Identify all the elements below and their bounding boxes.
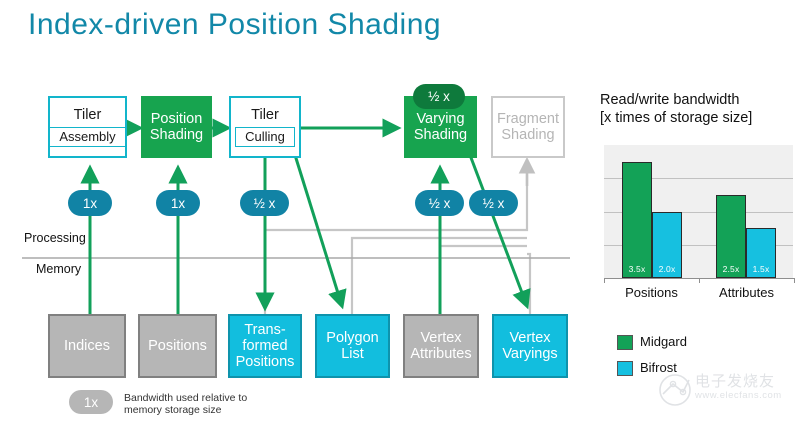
bar-value-label: 1.5x	[752, 264, 770, 274]
bar-bifrost-positions: 2.0x	[652, 211, 682, 278]
stage-fragment-shading[interactable]: Fragment Shading	[491, 96, 565, 158]
stage-label-line2: Shading	[149, 127, 204, 143]
bar-bifrost-attributes: 1.5x	[746, 228, 776, 278]
chart-legend-label-midgard: Midgard	[640, 334, 687, 349]
stage-label-line1: Position	[150, 111, 203, 127]
badge-vertex-varyings-bandwidth: ½ x	[469, 190, 518, 216]
chart-legend-swatch-bifrost	[617, 361, 633, 376]
bar-value-label: 2.0x	[658, 264, 676, 274]
memory-block-label-line2: Attributes	[410, 346, 472, 362]
stage-tiler-assembly[interactable]: Tiler Assembly	[48, 96, 127, 158]
chart-x-tick-right	[794, 278, 795, 283]
stage-sublabel-culling: Culling	[235, 127, 295, 147]
memory-block-polygon-list[interactable]: Polygon List	[315, 314, 390, 378]
chart-legend-label-bifrost: Bifrost	[640, 360, 677, 375]
stage-label-line1: Fragment	[496, 111, 560, 127]
legend-bandwidth-description: Bandwidth used relative to memory storag…	[124, 392, 248, 416]
layer-label-processing: Processing	[22, 231, 88, 245]
chart-x-tick-left	[604, 278, 605, 283]
badge-vertex-attributes-bandwidth: ½ x	[415, 190, 464, 216]
memory-block-label-line1: Trans-	[244, 322, 286, 338]
chart-x-tick-mid	[699, 278, 700, 283]
memory-block-vertex-attributes[interactable]: Vertex Attributes	[403, 314, 479, 378]
memory-block-vertex-varyings[interactable]: Vertex Varyings	[492, 314, 568, 378]
memory-block-label-line2: formed	[242, 338, 288, 354]
chart-category-label-attributes: Attributes	[719, 285, 774, 300]
chart-legend-swatch-midgard	[617, 335, 633, 350]
memory-block-label-line2: List	[341, 346, 364, 362]
chart-category-label-positions: Positions	[625, 285, 678, 300]
chart-title: Read/write bandwidth [x times of storage…	[600, 92, 753, 126]
legend-bandwidth-badge: 1x	[69, 390, 113, 414]
stage-label-line1: Varying	[416, 111, 465, 127]
gridline-1	[604, 244, 793, 246]
memory-block-label-line1: Vertex	[509, 330, 551, 346]
memory-block-label: Positions	[148, 338, 207, 354]
memory-block-label-line1: Vertex	[420, 330, 462, 346]
bar-value-label: 3.5x	[628, 264, 646, 274]
memory-block-indices[interactable]: Indices	[48, 314, 126, 378]
stage-sublabel-assembly: Assembly	[49, 127, 126, 147]
stage-tiler-culling[interactable]: Tiler Culling	[229, 96, 301, 158]
memory-block-transformed-positions[interactable]: Trans- formed Positions	[228, 314, 302, 378]
memory-block-label-line2: Varyings	[502, 346, 558, 362]
stage-position-shading[interactable]: Position Shading	[141, 96, 212, 158]
badge-varying-shading-bandwidth: ½ x	[413, 84, 465, 109]
stage-label-line2: Shading	[413, 127, 468, 143]
bar-value-label: 2.5x	[722, 264, 740, 274]
bar-midgard-positions: 3.5x	[622, 161, 652, 278]
memory-block-positions[interactable]: Positions	[138, 314, 217, 378]
page-title: Index-driven Position Shading	[28, 8, 442, 41]
badge-positions-bandwidth: 1x	[156, 190, 200, 216]
bar-midgard-attributes: 2.5x	[716, 194, 746, 278]
layer-label-memory: Memory	[34, 262, 84, 276]
badge-transformed-positions-bandwidth: ½ x	[240, 190, 289, 216]
watermark-text: 电子发烧友	[695, 372, 776, 390]
watermark-url: www.elecfans.com	[695, 390, 782, 401]
memory-block-label: Indices	[64, 338, 110, 354]
stage-label-line2: Shading	[501, 127, 555, 143]
chart-plot-area: 3.5x 2.0x 2.5x 1.5x	[604, 145, 793, 278]
memory-block-label-line1: Polygon	[326, 330, 379, 346]
watermark: 电子发烧友 www.elecfans.com	[655, 368, 805, 414]
stage-label: Tiler	[251, 107, 279, 123]
gridline-2	[604, 211, 793, 213]
memory-block-label-line3: Positions	[235, 354, 295, 370]
stage-label: Tiler	[73, 107, 102, 123]
gridline-3	[604, 178, 793, 180]
badge-indices-bandwidth: 1x	[68, 190, 112, 216]
